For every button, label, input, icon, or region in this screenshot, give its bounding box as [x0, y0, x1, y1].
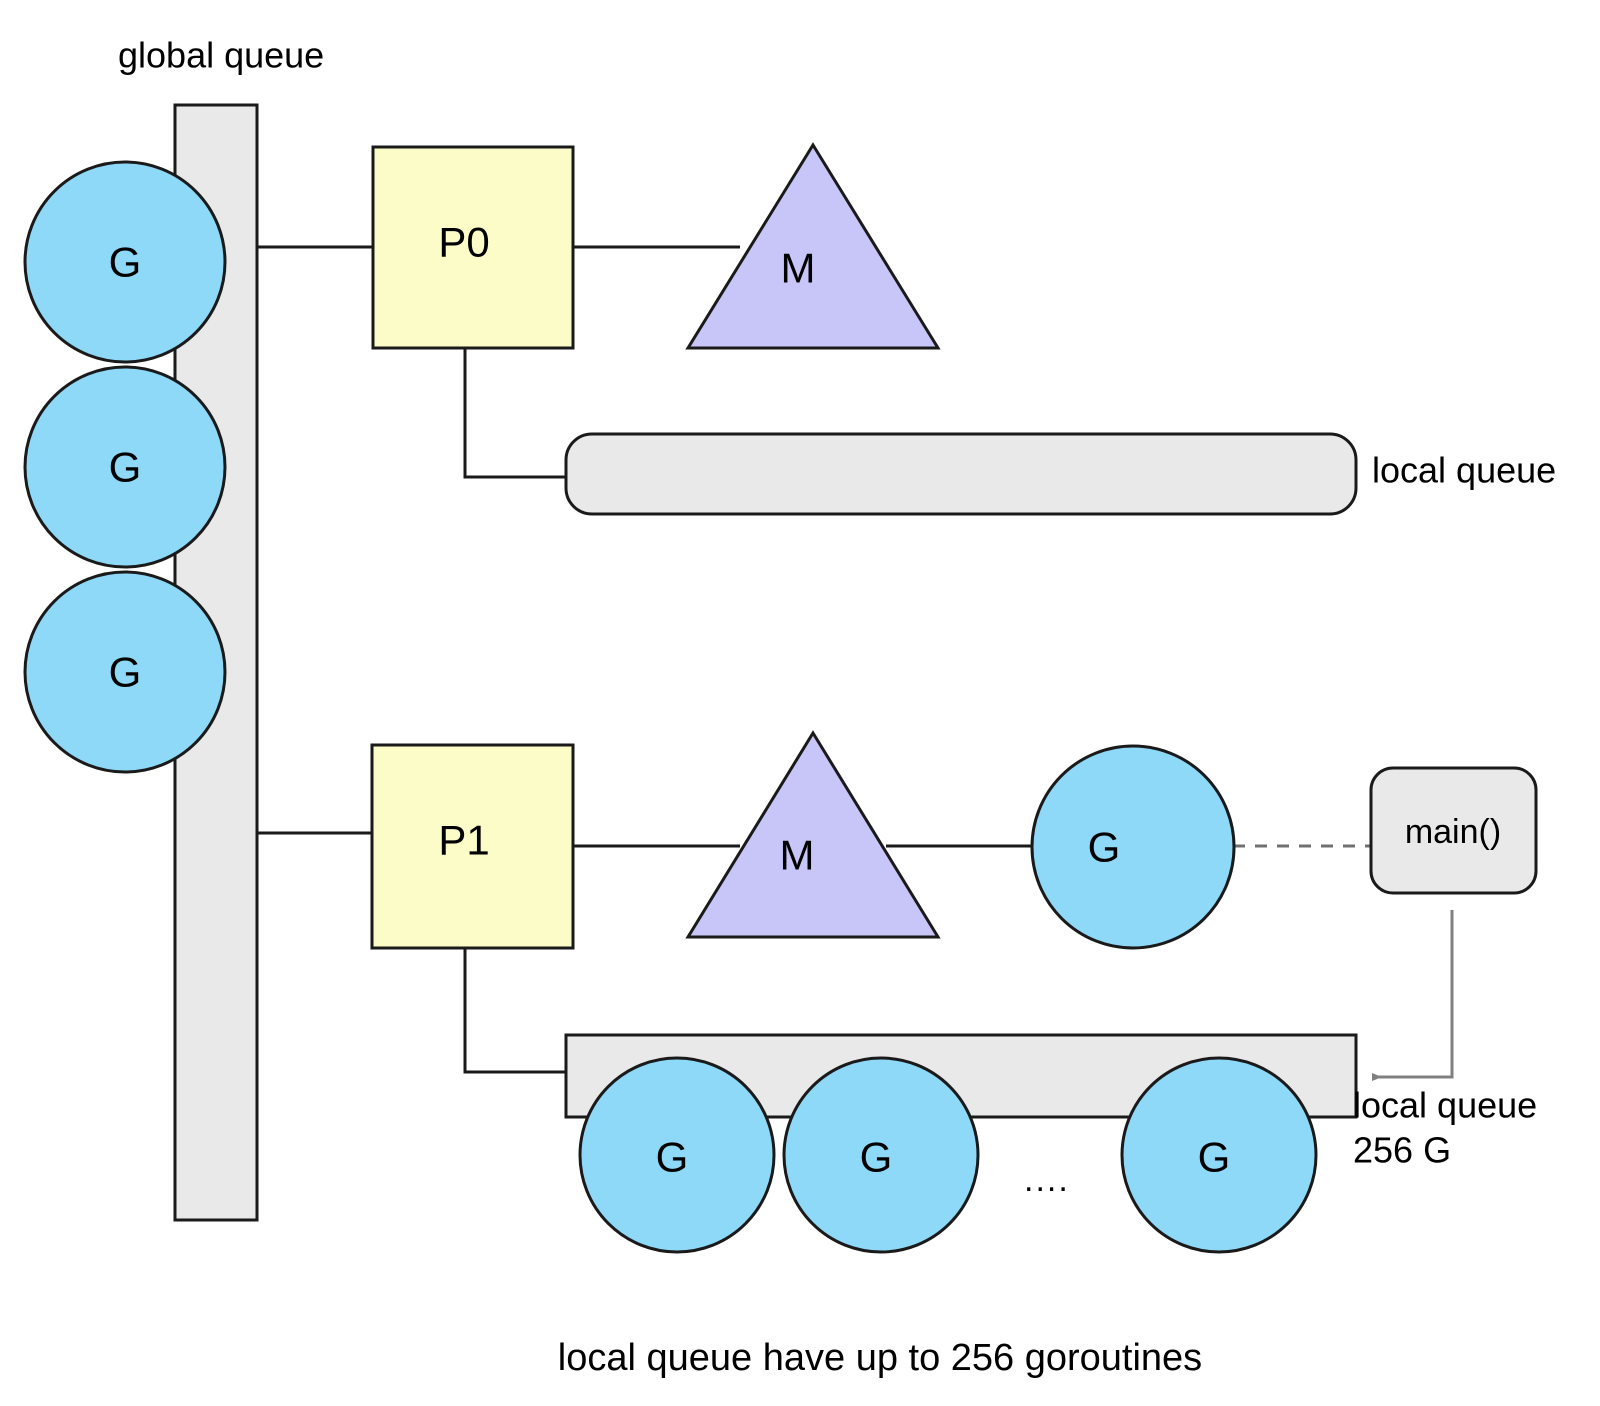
goroutine-label: G [109, 444, 142, 491]
goroutine-label: G [1198, 1134, 1231, 1181]
local-queue-row2-label-line1: local queue [1353, 1085, 1537, 1126]
global-queue-label: global queue [118, 35, 324, 76]
local-queue-row2-label-line2: 256 G [1353, 1130, 1451, 1171]
global-queue-goroutine-1[interactable]: G [23, 160, 227, 364]
main-box-label: main() [1405, 813, 1501, 851]
local-queue-goroutine-3[interactable]: G [1120, 1056, 1318, 1254]
global-queue-goroutine-2[interactable]: G [23, 365, 227, 569]
local-queue-row1-label: local queue [1372, 450, 1556, 491]
goroutine-label: G [1088, 824, 1121, 871]
connector-p1-localqueue2 [463, 948, 568, 1074]
local-queue-goroutine-1[interactable]: G [578, 1056, 776, 1254]
diagram-caption: local queue have up to 256 goroutines [558, 1337, 1202, 1379]
local-queue-row1[interactable] [564, 432, 1358, 516]
local-queue-ellipsis: .... [1024, 1161, 1070, 1199]
goroutine-label: G [109, 239, 142, 286]
processor-label: P1 [438, 817, 489, 864]
machine-label: M [780, 832, 815, 879]
processor-p0[interactable]: P0 [371, 145, 575, 350]
connector-p0-localqueue [463, 348, 578, 479]
main-box[interactable]: main() [1369, 766, 1538, 895]
goroutine-label: G [860, 1134, 893, 1181]
machine-label: M [781, 245, 816, 292]
local-queue-goroutine-2[interactable]: G [782, 1056, 980, 1254]
processor-label: P0 [438, 219, 489, 266]
goroutine-label: G [109, 649, 142, 696]
machine-m-row2[interactable]: M [685, 730, 941, 939]
connector-main-localqueue2-arrow [1372, 910, 1454, 1081]
machine-m-row1[interactable]: M [685, 142, 941, 350]
goroutine-label: G [656, 1134, 689, 1181]
processor-p1[interactable]: P1 [370, 743, 575, 950]
global-queue-goroutine-3[interactable]: G [23, 570, 227, 774]
running-goroutine-row2[interactable]: G [1030, 744, 1236, 950]
